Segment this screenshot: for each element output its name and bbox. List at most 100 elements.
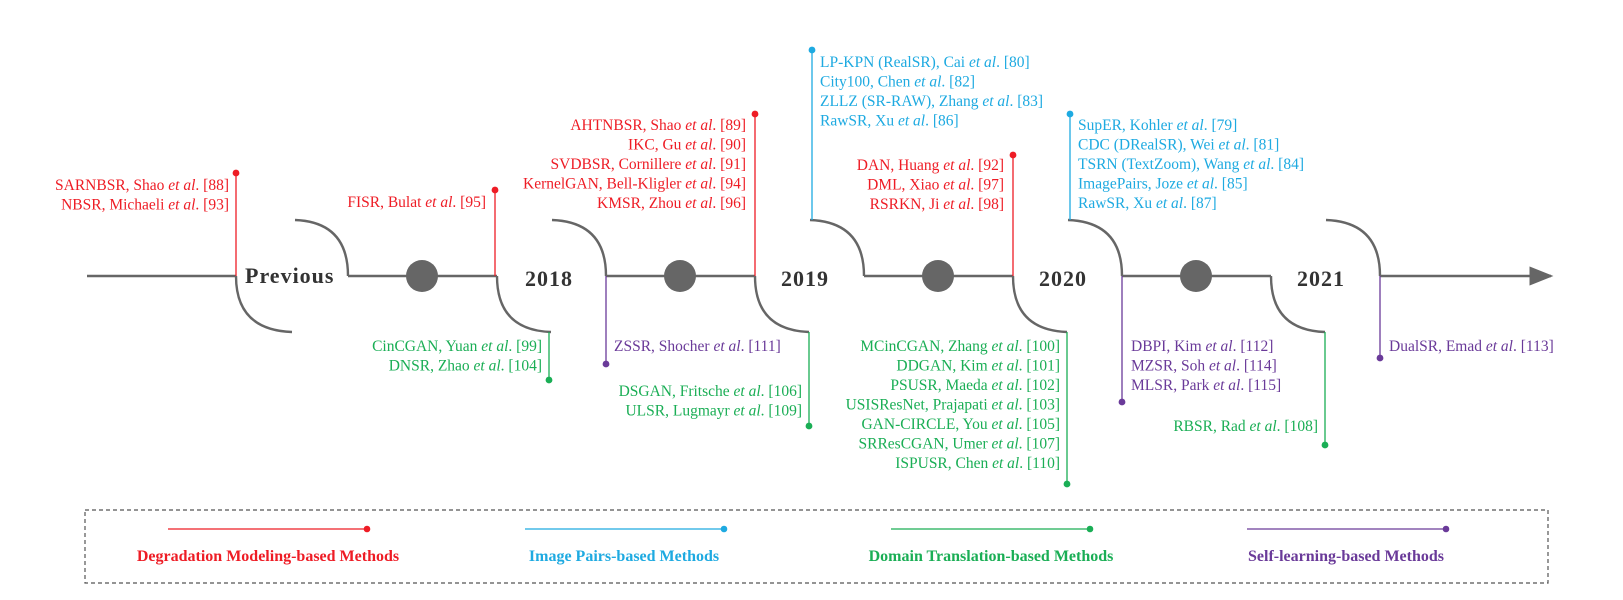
axis-curve-2021-top bbox=[1325, 218, 1382, 277]
et-al: et al bbox=[685, 137, 712, 154]
method-name: SARNBSR, Shao bbox=[55, 177, 168, 194]
et-al: et al bbox=[982, 93, 1009, 110]
reference: . [86] bbox=[925, 113, 959, 130]
et-al: et al bbox=[685, 117, 712, 134]
et-al: et al bbox=[1213, 377, 1240, 394]
et-al: et al bbox=[992, 436, 1019, 453]
method-entry: SVDBSR, Cornillere et al. [91] bbox=[551, 156, 746, 173]
et-al: et al bbox=[1209, 358, 1236, 375]
method-name: DNSR, Zhao bbox=[389, 358, 474, 375]
reference: . [114] bbox=[1236, 358, 1277, 375]
connector-dot bbox=[808, 46, 816, 54]
reference: . [91] bbox=[712, 156, 746, 173]
method-entry: ISPUSR, Chen et al. [110] bbox=[895, 455, 1060, 472]
connector-dot bbox=[805, 422, 813, 430]
method-name: SRResCGAN, Umer bbox=[859, 436, 992, 453]
method-entry: RawSR, Xu et al. [87] bbox=[1078, 195, 1217, 212]
method-group-2018-domain: CinCGAN, Yuan et al. [99] DNSR, Zhao et a… bbox=[372, 332, 553, 384]
reference: . [99] bbox=[508, 338, 542, 355]
method-name: ZSSR, Shocher bbox=[614, 338, 713, 355]
method-name: MCinCGAN, Zhang bbox=[860, 338, 991, 355]
method-entry: SARNBSR, Shao et al. [88] bbox=[55, 177, 229, 194]
method-name: KMSR, Zhou bbox=[597, 195, 685, 212]
legend-item-self: Self-learning-based Methods bbox=[1247, 525, 1450, 565]
connector-dot bbox=[602, 360, 610, 368]
reference: . [95] bbox=[452, 194, 486, 211]
reference: . [85] bbox=[1214, 176, 1248, 193]
et-al: et al bbox=[969, 54, 996, 71]
et-al: et al bbox=[1250, 418, 1277, 435]
method-entry: AHTNBSR, Shao et al. [89] bbox=[570, 117, 746, 134]
method-name: FISR, Bulat bbox=[347, 194, 425, 211]
axis-curve-2019-top bbox=[809, 218, 866, 277]
reference: . [82] bbox=[941, 74, 975, 91]
method-entry: MZSR, Soh et al. [114] bbox=[1131, 358, 1277, 375]
method-entry: ULSR, Lugmayr et al. [109] bbox=[625, 403, 802, 420]
reference: . [98] bbox=[970, 196, 1004, 213]
method-name: CinCGAN, Yuan bbox=[372, 338, 481, 355]
method-entry: ZSSR, Shocher et al. [111] bbox=[614, 338, 781, 355]
legend-label: Domain Translation-based Methods bbox=[869, 548, 1114, 565]
method-entry: PSUSR, Maeda et al. [102] bbox=[890, 377, 1060, 394]
connector-dot bbox=[1321, 441, 1329, 449]
method-name: RSRKN, Ji bbox=[870, 196, 944, 213]
method-group-2018-degradation: FISR, Bulat et al. [95] bbox=[347, 186, 499, 276]
et-al: et al bbox=[1243, 156, 1270, 173]
method-entry: IKC, Gu et al. [90] bbox=[628, 137, 746, 154]
et-al: et al bbox=[992, 397, 1019, 414]
connector-dot bbox=[1376, 354, 1384, 362]
reference: . [92] bbox=[970, 157, 1004, 174]
reference: . [90] bbox=[712, 137, 746, 154]
reference: . [103] bbox=[1019, 397, 1060, 414]
legend-swatch-dot bbox=[363, 525, 371, 533]
et-al: et al bbox=[1187, 176, 1214, 193]
reference: . [87] bbox=[1183, 195, 1217, 212]
legend-item-image_pairs: Image Pairs-based Methods bbox=[525, 525, 728, 565]
method-entry: CinCGAN, Yuan et al. [99] bbox=[372, 338, 542, 355]
method-name: SVDBSR, Cornillere bbox=[551, 156, 686, 173]
et-al: et al bbox=[914, 74, 941, 91]
method-name: RawSR, Xu bbox=[820, 113, 898, 130]
method-name: TSRN (TextZoom), Wang bbox=[1078, 156, 1243, 173]
method-entry: NBSR, Michaeli et al. [93] bbox=[61, 197, 229, 214]
et-al: et al bbox=[943, 177, 970, 194]
method-name: AHTNBSR, Shao bbox=[570, 117, 685, 134]
reference: . [93] bbox=[195, 197, 229, 214]
axis-curve-previous-top bbox=[294, 218, 350, 277]
method-entry: DBPI, Kim et al. [112] bbox=[1131, 338, 1273, 355]
timeline-axis bbox=[87, 218, 1554, 334]
method-name: IKC, Gu bbox=[628, 137, 685, 154]
reference: . [79] bbox=[1204, 117, 1238, 134]
connector-dot bbox=[545, 376, 553, 384]
legend-item-domain: Domain Translation-based Methods bbox=[869, 525, 1114, 565]
axis-curve-2021-bottom bbox=[1269, 275, 1326, 334]
et-al: et al bbox=[481, 338, 508, 355]
method-entry: DualSR, Emad et al. [113] bbox=[1389, 338, 1554, 355]
legend-swatch-dot bbox=[1086, 525, 1094, 533]
reference: . [101] bbox=[1019, 358, 1060, 375]
method-group-2021-domain: RBSR, Rad et al. [108] bbox=[1173, 332, 1329, 449]
reference: . [105] bbox=[1019, 416, 1060, 433]
method-entry: KMSR, Zhou et al. [96] bbox=[597, 195, 746, 212]
et-al: et al bbox=[992, 358, 1019, 375]
reference: . [88] bbox=[195, 177, 229, 194]
connector-dot bbox=[1066, 110, 1074, 118]
method-name: LP-KPN (RealSR), Cai bbox=[820, 54, 969, 71]
method-entry: DML, Xiao et al. [97] bbox=[867, 177, 1004, 194]
reference: . [97] bbox=[970, 177, 1004, 194]
method-group-2020-domain: MCinCGAN, Zhang et al. [100]DDGAN, Kim e… bbox=[846, 332, 1071, 488]
method-name: ZLLZ (SR-RAW), Zhang bbox=[820, 93, 982, 110]
method-name: DML, Xiao bbox=[867, 177, 943, 194]
method-name: MZSR, Soh bbox=[1131, 358, 1209, 375]
reference: . [109] bbox=[761, 403, 802, 420]
et-al: et al bbox=[1206, 338, 1233, 355]
method-name: RawSR, Xu bbox=[1078, 195, 1156, 212]
et-al: et al bbox=[898, 113, 925, 130]
method-name: DAN, Huang bbox=[857, 157, 944, 174]
connector-dot bbox=[751, 110, 759, 118]
period-label-2020: 2020 bbox=[1039, 266, 1087, 291]
method-entry: ZLLZ (SR-RAW), Zhang et al. [83] bbox=[820, 93, 1043, 110]
reference: . [102] bbox=[1019, 377, 1060, 394]
